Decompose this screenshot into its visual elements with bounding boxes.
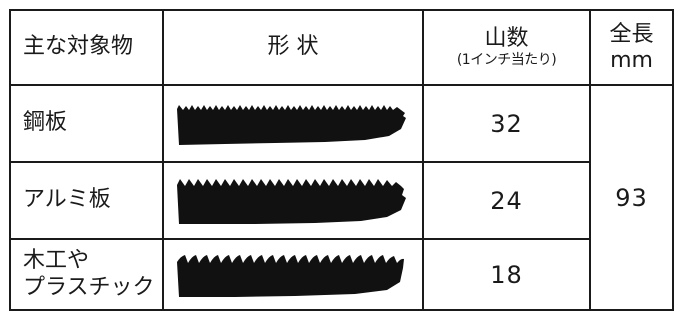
header-shape: 形 状	[162, 9, 424, 86]
shape-cell-aluminum	[162, 161, 424, 240]
header-length: 全長 mm	[589, 9, 674, 86]
length-cell: 93	[589, 84, 674, 311]
table-header-row: 主な対象物 形 状 山数 (1インチ当たり) 全長 mm	[9, 9, 674, 86]
shape-cell-steel	[162, 84, 424, 163]
header-teeth: 山数 (1インチ当たり)	[422, 9, 591, 86]
header-teeth-sub: (1インチ当たり)	[456, 51, 557, 68]
target-cell-aluminum: アルミ板	[9, 161, 164, 240]
target-cell-steel: 鋼板	[9, 84, 164, 163]
teeth-cell-steel: 32	[422, 84, 591, 163]
header-length-unit: mm	[610, 47, 653, 73]
target-line-plastic: プラスチック	[23, 274, 155, 300]
coarse-tooth-blade-icon	[177, 254, 404, 297]
target-line-wood: 木工や	[23, 248, 90, 274]
fine-tooth-blade-icon	[177, 104, 406, 145]
header-teeth-label: 山数	[484, 26, 529, 52]
table-row: 木工や プラスチック 18	[9, 238, 673, 311]
table-row: アルミ板 24	[9, 161, 673, 240]
blade-spec-table: 主な対象物 形 状 山数 (1インチ当たり) 全長 mm 鋼板 32 93 アル…	[9, 9, 674, 311]
teeth-cell-wood-plastic: 18	[422, 238, 591, 311]
header-shape-label: 形 状	[267, 34, 319, 60]
header-length-label: 全長	[609, 22, 654, 48]
teeth-cell-aluminum: 24	[422, 161, 591, 240]
header-target: 主な対象物	[9, 9, 164, 86]
shape-cell-wood-plastic	[162, 238, 424, 311]
table-row: 鋼板 32 93	[9, 84, 674, 311]
medium-tooth-blade-icon	[177, 178, 406, 224]
target-cell-wood-plastic: 木工や プラスチック	[9, 238, 164, 311]
